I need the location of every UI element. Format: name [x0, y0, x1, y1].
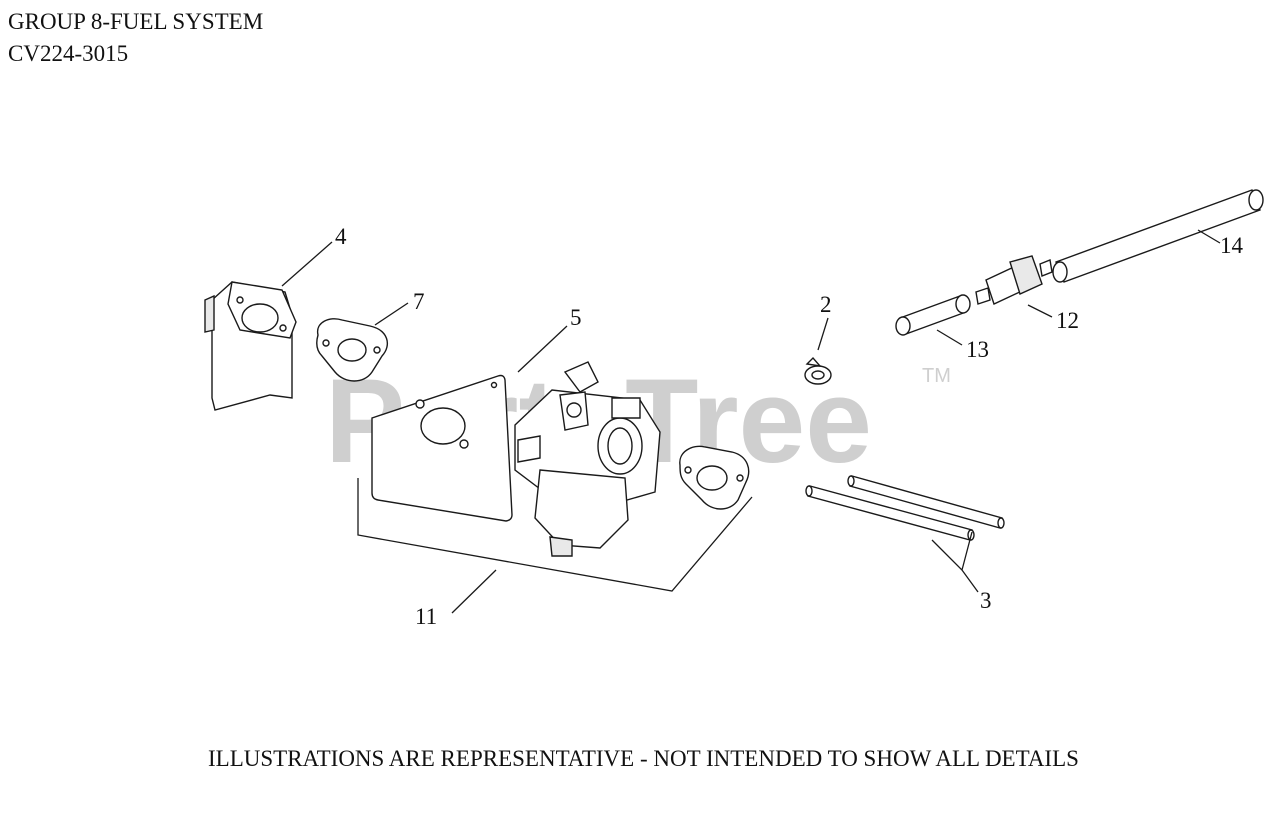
leader-13 [936, 329, 963, 346]
callout-14: 14 [1220, 233, 1244, 258]
leader-11 [451, 569, 497, 614]
leader-2 [817, 317, 829, 351]
part-5-plate[interactable] [371, 374, 513, 522]
leader-5 [517, 325, 568, 373]
disclaimer-note: ILLUSTRATIONS ARE REPRESENTATIVE - NOT I… [208, 746, 1079, 771]
callout-4: 4 [335, 224, 347, 249]
model-number: CV224-3015 [8, 41, 129, 66]
part-7-gasket[interactable] [316, 318, 389, 382]
callout-2: 2 [820, 292, 832, 317]
watermark-tm: TM [922, 365, 951, 387]
callout-5: 5 [570, 305, 582, 330]
carburetor[interactable] [514, 361, 661, 557]
callout-11: 11 [415, 604, 437, 629]
leader-4 [281, 241, 333, 287]
part-12-filter[interactable] [975, 255, 1053, 305]
leader-14 [1197, 229, 1221, 244]
leader-7 [374, 302, 409, 326]
part-14-hose[interactable] [1052, 189, 1264, 283]
part-4-adapter[interactable] [204, 281, 297, 411]
carburetor-gasket[interactable] [679, 445, 750, 510]
callout-13: 13 [966, 337, 989, 362]
part-2-clamp[interactable] [804, 356, 832, 385]
callout-12: 12 [1056, 308, 1079, 333]
diagram-title: GROUP 8-FUEL SYSTEM [8, 9, 264, 34]
part-13-hose[interactable] [895, 294, 971, 336]
callout-7: 7 [413, 289, 425, 314]
kit-bracket-11 [357, 478, 753, 592]
leader-12 [1027, 304, 1053, 318]
callout-3: 3 [980, 588, 992, 613]
leader-3 [931, 531, 979, 593]
